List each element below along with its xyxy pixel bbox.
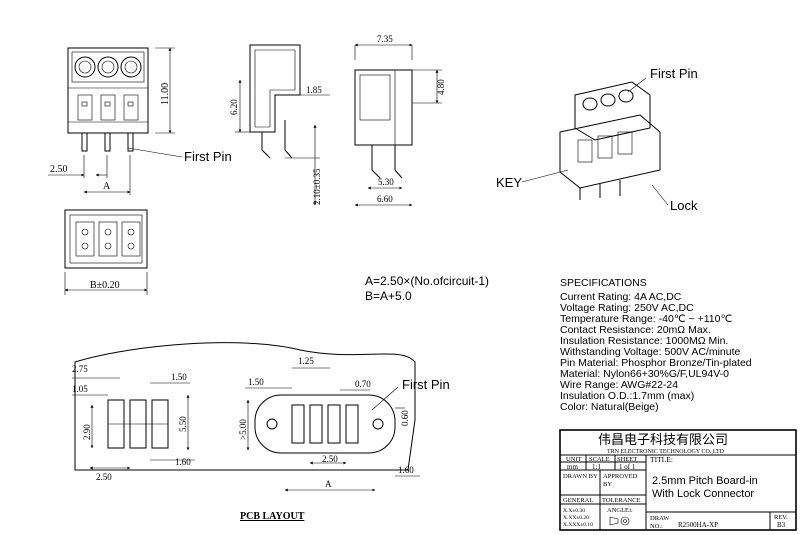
title-label: TITLE: xyxy=(650,455,673,464)
front-first-pin-label: First Pin xyxy=(184,149,232,164)
sheet-value: 1 of 1 xyxy=(619,463,636,471)
front-pitch-dim: 2.50 xyxy=(50,164,68,175)
formula-line-1: A=2.50×(No.ofcircuit-1) xyxy=(365,274,489,288)
spec-line: Temperature Range: -40℃ ~ +110℃ xyxy=(560,313,732,325)
iso-view: First Pin KEY Lock xyxy=(496,66,698,213)
pcb-160b-dim: 1.60 xyxy=(398,465,414,475)
spec-line: Material: Nylon66+30%G/F,UL94V-0 xyxy=(560,368,729,380)
unit-label: UNIT xyxy=(566,456,582,463)
side-620-dim: 6.20 xyxy=(229,99,239,115)
general-label: GENERAL xyxy=(563,497,593,504)
title-block: 伟昌电子科技有限公司 TRN ELECTRONIC TECHNOLOGY CO.… xyxy=(559,429,797,531)
pcb-060-dim: 0.60 xyxy=(400,410,410,426)
spec-line: Voltage Rating: 250V AC,DC xyxy=(560,302,694,314)
formula-block: A=2.50×(No.ofcircuit-1) B=A+5.0 xyxy=(365,274,489,303)
pcb-500-dim: >5.00 xyxy=(238,419,248,440)
approved-by-label-2: BY xyxy=(603,481,612,488)
front-height-dim: 11.00 xyxy=(160,83,171,105)
spec-line: Wire Range: AWG#22-24 xyxy=(560,379,678,391)
pcb-550-dim: 5.50 xyxy=(178,416,188,432)
pcb-160a-dim: 1.60 xyxy=(175,457,191,467)
front-view: 11.00 2.50 A First Pin xyxy=(48,47,232,195)
scale-value: 1:1 xyxy=(592,463,601,471)
spec-title: SPECIFICATIONS xyxy=(560,277,647,289)
spec-line: Insulation Resistance: 1000MΩ Min. xyxy=(560,335,728,347)
no-label: NO.: xyxy=(650,523,663,530)
iso-lock-label: Lock xyxy=(670,198,698,213)
tolerance-3: X.XXX±0.10 xyxy=(563,522,593,528)
pcb-a-dim: A xyxy=(325,479,332,489)
company-name-en: TRN ELECTRONIC TECHNOLOGY CO.,LTD xyxy=(607,449,725,455)
drawing-title-line-1: 2.5mm Pitch Board-in xyxy=(652,475,758,487)
iso-key-label: KEY xyxy=(496,175,522,190)
pcb-150a-dim: 1.50 xyxy=(171,372,187,382)
drawing-title-line-2: With Lock Connector xyxy=(652,488,754,500)
unit-value: mm xyxy=(567,463,578,471)
drawing-number: R2500HA-XP xyxy=(678,521,718,529)
spec-line: Withstanding Voltage: 500V AC/minute xyxy=(560,346,741,358)
formula-line-2: B=A+5.0 xyxy=(365,289,412,303)
spec-line: Insulation O.D.:1.7mm (max) xyxy=(560,390,694,402)
bottom-view: B±0.20 xyxy=(64,209,148,295)
approved-by-label: APPROVED xyxy=(603,473,638,480)
end-530-dim: 5.30 xyxy=(378,177,394,187)
side-view: 6.20 1.85 2.10±0.35 xyxy=(229,44,330,206)
rev-label: REV. xyxy=(774,514,788,521)
pcb-layout: 2.75 1.05 1.50 2.90 5.50 2.50 1.60 1.25 … xyxy=(72,342,450,522)
spec-line: Current Rating: 4A AC,DC xyxy=(560,291,682,303)
end-480-dim: 4.80 xyxy=(436,79,446,95)
tolerance-label: TOLERANCE xyxy=(602,497,641,504)
iso-first-pin-label: First Pin xyxy=(650,66,698,81)
pcb-125-dim: 1.25 xyxy=(298,356,314,366)
pcb-250b-dim: 2.50 xyxy=(322,454,338,464)
company-name-cn: 伟昌电子科技有限公司 xyxy=(598,432,728,447)
projection-symbol-icon xyxy=(609,516,630,526)
rev-value: B3 xyxy=(777,521,786,529)
angle-label: ANGLE± xyxy=(607,507,633,514)
end-view: 7.35 4.80 5.30 6.60 xyxy=(354,34,446,207)
end-660-dim: 6.60 xyxy=(377,194,393,204)
spec-line: Contact Resistance: 20mΩ Max. xyxy=(560,324,711,336)
tolerance-1: X.X±0.30 xyxy=(563,508,585,514)
spec-line: Pin Material: Phosphor Bronze/Tin-plated xyxy=(560,357,752,369)
pcb-layout-label: PCB LAYOUT xyxy=(240,511,305,522)
pcb-105-dim: 1.05 xyxy=(72,384,88,394)
drawn-by-label: DRAWN BY xyxy=(563,473,598,480)
specifications: SPECIFICATIONS Current Rating: 4A AC,DC … xyxy=(560,277,752,413)
pcb-150b-dim: 1.50 xyxy=(248,377,264,387)
sheet-label: SHEET xyxy=(617,456,637,463)
spec-line: Color: Natural(Beige) xyxy=(560,401,659,413)
side-210-dim: 2.10±0.35 xyxy=(312,168,322,205)
pcb-first-pin-label: First Pin xyxy=(402,377,450,392)
bottom-b-dim: B±0.20 xyxy=(90,280,120,291)
pcb-290-dim: 2.90 xyxy=(82,424,92,440)
side-185-dim: 1.85 xyxy=(306,85,322,95)
pcb-275-dim: 2.75 xyxy=(72,364,88,374)
end-735-dim: 7.35 xyxy=(377,34,393,44)
scale-label: SCALE xyxy=(589,456,610,463)
draw-label: DRAW xyxy=(650,515,670,522)
front-a-dim: A xyxy=(103,181,111,192)
pcb-070-dim: 0.70 xyxy=(355,379,371,389)
tolerance-2: X.XX±0.20 xyxy=(563,515,589,521)
pcb-250a-dim: 2.50 xyxy=(96,472,112,482)
